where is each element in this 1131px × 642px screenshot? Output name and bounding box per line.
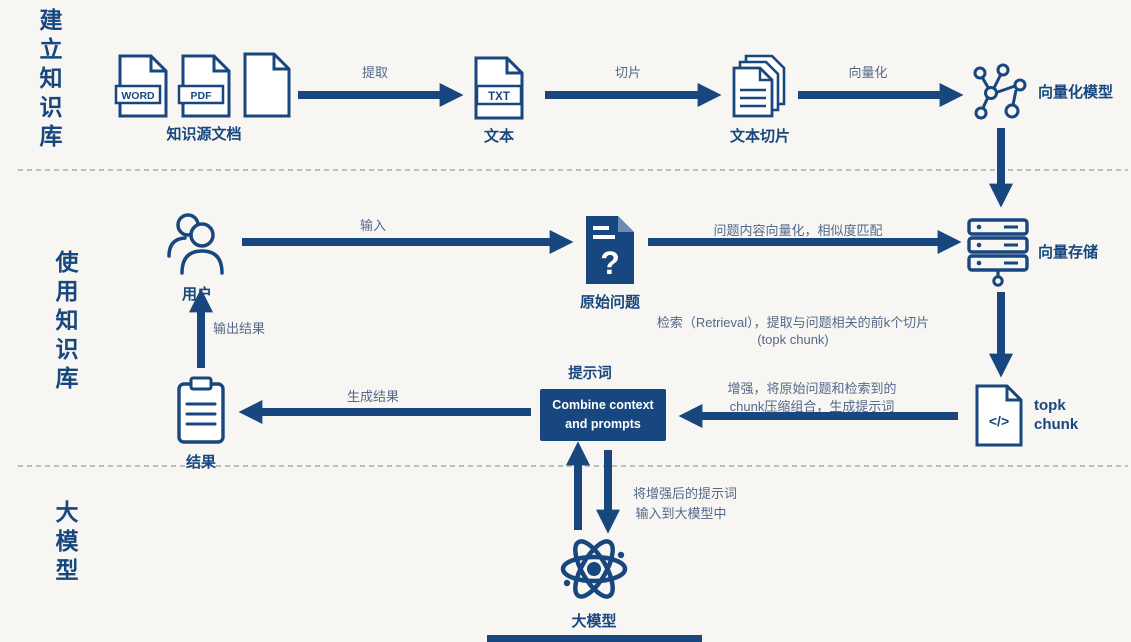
topk-label-line2: chunk <box>1034 416 1079 433</box>
pdf-doc-icon: PDF <box>177 54 231 118</box>
edge-label-similarity: 问题内容向量化，相似度匹配 <box>713 223 883 238</box>
topk-chunk-icon: </> <box>975 384 1023 447</box>
pdf-badge: PDF <box>191 90 213 102</box>
txt-doc-icon: TXT <box>474 56 524 120</box>
user-label: 用户 <box>181 286 212 303</box>
vector-store-icon <box>967 218 1029 287</box>
source-docs-icons: WORD PDF <box>114 52 294 118</box>
edge-label-output: 输出结果 <box>213 321 266 336</box>
node-user: 用户 <box>164 208 230 304</box>
edge-label-slice: 切片 <box>614 65 642 80</box>
topk-label-line1: topk <box>1034 397 1066 415</box>
question-mark: ? <box>600 245 620 281</box>
user-icon <box>167 213 224 275</box>
prompt-title: 提示词 <box>568 366 612 382</box>
node-vector-model: 向量化模型 <box>968 62 1113 124</box>
edge-label-to-llm-line2: 输入到大模型中 <box>635 506 727 521</box>
node-result: 结果 <box>174 376 228 472</box>
section-title-build: 建立知识库 <box>36 8 62 153</box>
combine-box-line1: Combine context <box>552 398 654 413</box>
result-label: 结果 <box>185 454 216 471</box>
blank-doc-icon <box>243 52 291 118</box>
node-vector-store: 向量存储 <box>966 218 1098 288</box>
question-doc-icon: ? <box>586 216 634 284</box>
vector-store-label: 向量存储 <box>1038 243 1099 261</box>
vector-model-label: 向量化模型 <box>1038 83 1114 101</box>
node-chunks: 文本切片 <box>730 54 790 146</box>
node-question: ? 原始问题 <box>580 214 640 312</box>
topk-glyph: </> <box>989 413 1009 429</box>
edge-label-augment-line1: 增强，将原始问题和检索到的 <box>727 381 897 396</box>
word-doc-icon: WORD <box>114 54 168 118</box>
llm-label: 大模型 <box>571 613 617 630</box>
section-title-use: 使用知识库 <box>52 250 78 395</box>
chunks-label: 文本切片 <box>730 128 791 145</box>
edge-label-extract: 提取 <box>361 65 389 80</box>
word-badge: WORD <box>121 90 155 102</box>
topk-label: topk chunk <box>1034 397 1078 435</box>
node-topk: </> topk chunk <box>972 384 1078 448</box>
combine-box: Combine context and prompts <box>540 389 666 441</box>
result-clipboard-icon <box>177 376 225 444</box>
bottom-accent-bar <box>487 635 702 642</box>
node-llm: 大模型 <box>558 533 630 631</box>
edge-label-augment-line2: chunk压缩组合，生成提示词 <box>729 399 895 414</box>
edge-label-vectorize: 向量化 <box>848 65 888 80</box>
node-text: TXT 文本 <box>470 56 528 146</box>
text-chunks-icon <box>732 54 786 118</box>
edge-label-retrieval-line1: 检索（Retrieval），提取与问题相关的前k个切片 <box>656 315 930 330</box>
edge-label-retrieval-line2: (topk chunk) <box>757 332 829 347</box>
combine-box-line2: and prompts <box>565 417 641 431</box>
question-label: 原始问题 <box>580 294 641 311</box>
edge-label-to-llm-line1: 将增强后的提示词 <box>632 486 738 501</box>
source-docs-label: 知识源文档 <box>166 126 242 143</box>
edge-label-generate: 生成结果 <box>346 389 400 404</box>
edge-label-input: 输入 <box>359 218 387 233</box>
llm-atom-icon <box>560 539 628 599</box>
txt-badge: TXT <box>488 91 510 103</box>
text-label: 文本 <box>483 128 514 145</box>
node-source-docs: WORD PDF 知识源文档 <box>114 52 294 144</box>
vector-model-icon <box>973 63 1027 120</box>
section-title-model: 大模型 <box>52 500 78 587</box>
